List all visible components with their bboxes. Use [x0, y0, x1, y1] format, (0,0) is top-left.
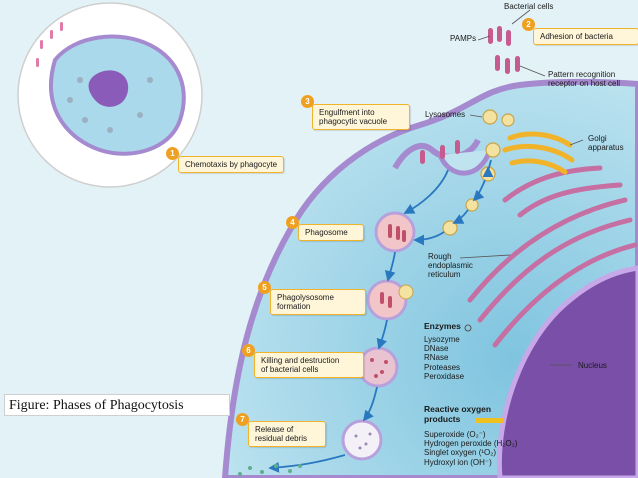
phagosome [374, 211, 416, 253]
step-7-box: Release of residual debris [248, 421, 326, 448]
chemotaxis-inset [17, 2, 203, 188]
step-2-box: Adhesion of bacteria [533, 28, 638, 46]
step-7-number: 7 [236, 413, 249, 426]
step-6-number: 6 [242, 344, 255, 357]
enzymes-title: Enzymes [424, 321, 461, 331]
step-2-number: 2 [522, 18, 535, 31]
step-6-box: Killing and destruction of bacterial cel… [254, 352, 364, 379]
label-nucleus: Nucleus [578, 361, 607, 370]
label-prr: Pattern recognition receptor on host cel… [548, 70, 621, 89]
phagolysosome [366, 279, 408, 321]
step-4-number: 4 [286, 216, 299, 229]
golgi-apparatus [502, 131, 575, 175]
bacteria-adhering [420, 26, 520, 164]
label-lysosomes: Lysosomes [425, 110, 466, 119]
ros-list: Superoxide (O₂⁻) Hydrogen peroxide (H₂O₂… [424, 430, 517, 467]
ros-item: Hydroxyl ion (OH⁻) [424, 457, 492, 467]
label-bacterial-cells: Bacterial cells [504, 2, 554, 11]
enzymes-list: Lysozyme DNase RNase Proteases Peroxidas… [424, 335, 464, 381]
step-1-number: 1 [166, 147, 179, 160]
enzyme-item: Lysozyme [424, 335, 460, 344]
flow-arrows [268, 159, 494, 473]
phagocytic-pocket [392, 138, 481, 170]
ros-item: Hydrogen peroxide (H₂O₂) [424, 439, 518, 449]
ros-title: Reactive oxygen products [424, 404, 492, 424]
step-5-number: 5 [258, 281, 271, 294]
phagosome-sequence [341, 211, 416, 461]
label-rough-er: Rough endoplasmic reticulum [428, 252, 473, 280]
enzyme-item: Peroxidase [424, 371, 465, 381]
rough-er [467, 165, 638, 348]
step-1-box: Chemotaxis by phagocyte [178, 156, 285, 174]
ros-item: Singlet oxygen (¹O₂) [424, 448, 497, 458]
step-4-box: Phagosome [298, 224, 364, 242]
label-golgi: Golgi apparatus [588, 134, 624, 153]
lysosomes [442, 109, 515, 236]
enzyme-item: RNase [424, 353, 449, 363]
enzyme-item: DNase [424, 344, 449, 354]
killing-vesicle [357, 346, 399, 388]
enzyme-item: Proteases [424, 362, 461, 372]
step-3-box: Engulfment into phagocytic vacuole [312, 104, 410, 131]
circle-icon [464, 324, 472, 332]
ros-item: Superoxide (O₂⁻) [424, 430, 486, 439]
nucleus [496, 265, 638, 478]
residual-debris-dots [238, 464, 302, 476]
figure-caption: Figure: Phases of Phagocytosis [4, 394, 230, 416]
leader-lines [459, 9, 584, 366]
step-5-box: Phagolysosome formation [270, 289, 366, 316]
label-pamps: PAMPs [450, 34, 477, 43]
residual-debris-vesicle [341, 419, 383, 461]
yellow-bar-icon [475, 418, 503, 423]
step-3-number: 3 [301, 95, 314, 108]
